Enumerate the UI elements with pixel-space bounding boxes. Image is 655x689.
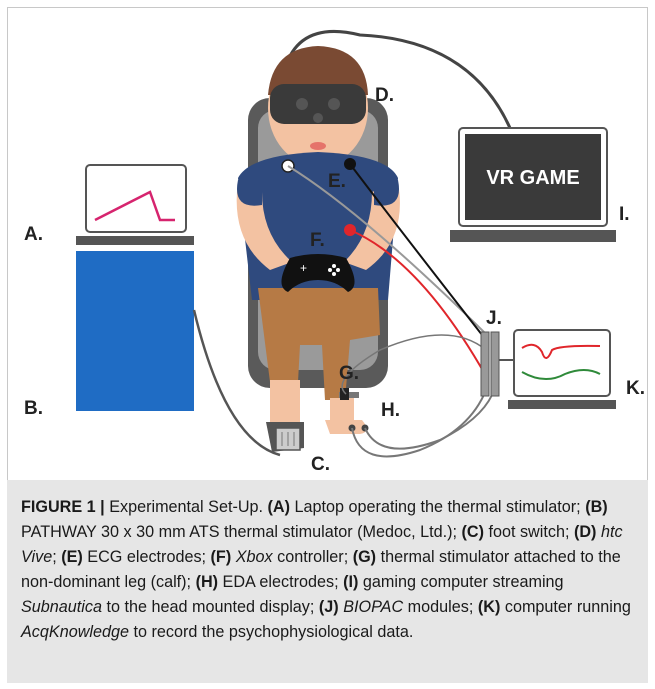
biopac-module-1 [480,331,490,397]
vr-game-computer: VR GAME [450,127,616,242]
pants [258,288,380,400]
figure-label: FIGURE 1 | [21,498,105,516]
red-signal [521,343,601,359]
headset-cable [283,30,512,129]
caption-item-h: EDA electrodes; [222,573,339,591]
label-f: F. [310,230,325,251]
caption-key-a: (A) [267,498,291,516]
label-b: B. [24,398,43,419]
caption-key-b: (B) [585,498,608,516]
caption-key-c: (C) [461,523,484,541]
caption-text: FIGURE 1 | Experimental Set-Up. (A) Lapt… [21,495,634,645]
caption-key-j: (J) [318,598,339,616]
label-g: G. [339,363,359,384]
caption-item-c: foot switch; [488,523,570,541]
label-h: H. [381,400,400,421]
label-d: D. [375,85,394,106]
caption-key-k: (K) [477,598,501,616]
label-c: C. [311,454,330,475]
vr-game-text: VR GAME [486,167,579,189]
label-k: K. [626,378,645,399]
caption-key-i: (I) [343,573,359,591]
caption-key-f: (F) [210,548,232,566]
label-e: E. [328,171,346,192]
green-signal [521,369,601,380]
caption-item-g: thermal stimulator attached to the non-d… [21,548,621,591]
caption-key-h: (H) [195,573,219,591]
thermal-stimulator-box [76,251,194,411]
caption-item-i-before: gaming computer streaming [362,573,564,591]
svg-text:+: + [300,261,307,275]
caption-item-i: Subnautica [21,598,103,616]
caption-item-k: AcqKnowledge [21,623,129,641]
setup-illustration: + VR GAME A. B. C. D. E. F. G. H. I. J. … [24,30,645,475]
figure-caption: FIGURE 1 | Experimental Set-Up. (A) Lapt… [7,480,648,683]
caption-item-b: PATHWAY 30 x 30 mm ATS thermal stimulato… [21,523,457,541]
laptop-a [76,164,194,245]
caption-item-j-after: modules; [403,598,474,616]
biopac-module-2 [490,331,500,397]
caption-key-e: (E) [61,548,83,566]
caption-item-f-after: controller; [272,548,349,566]
label-i: I. [619,204,630,225]
caption-item-f: Xbox [235,548,273,566]
caption-key-g: (G) [352,548,377,566]
xbox-controller [281,254,355,292]
caption-item-d-after: ; [52,548,57,566]
vr-headset [270,84,366,124]
caption-key-d: (D) [573,523,597,541]
caption-item-j: BIOPAC [343,598,404,616]
acqknowledge-computer [508,329,616,409]
caption-item-i-after: to the head mounted display; [102,598,315,616]
caption-item-d: htc Vive [21,523,623,566]
label-a: A. [24,224,43,245]
laptop-graph-line [94,190,175,222]
caption-item-k-before: computer running [504,598,631,616]
caption-item-e: ECG electrodes; [87,548,207,566]
caption-item-a: Laptop operating the thermal stimulator; [294,498,581,516]
label-j: J. [486,308,502,329]
caption-item-k-after: to record the psychophysiological data. [129,623,414,641]
caption-title: Experimental Set-Up. [109,498,264,516]
thermode [340,388,349,400]
